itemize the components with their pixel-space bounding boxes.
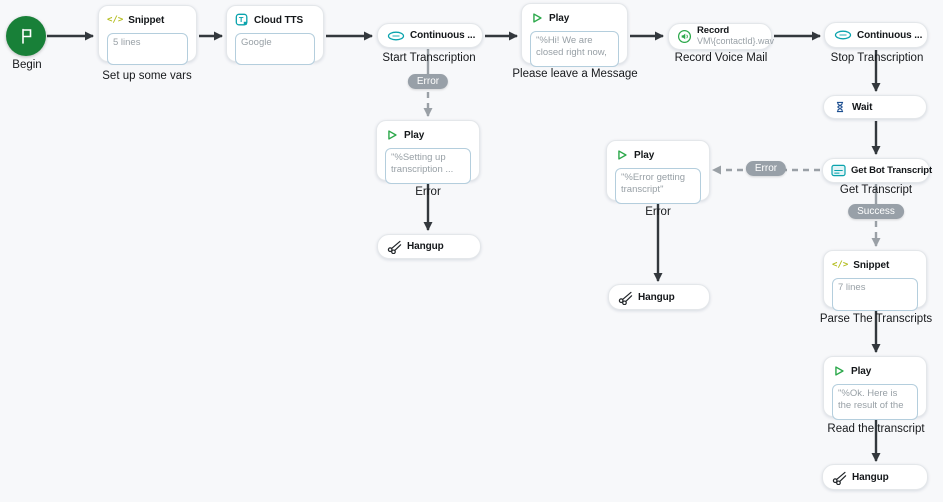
record-icon bbox=[677, 29, 692, 44]
node-title: Continuous ... bbox=[857, 29, 923, 41]
get-transcript-caption: Get Transcript bbox=[839, 184, 913, 196]
node-title: Play bbox=[634, 149, 655, 161]
play-greeting-node[interactable]: Play "%Hi! We are closed right now, ... bbox=[521, 3, 628, 67]
node-title: Hangup bbox=[638, 291, 675, 303]
node-title: Cloud TTS bbox=[254, 14, 304, 26]
svg-text:T: T bbox=[239, 15, 244, 24]
hangup-node[interactable]: Hangup bbox=[608, 284, 710, 310]
node-title: Get Bot Transcript bbox=[851, 165, 933, 176]
node-title: Hangup bbox=[852, 471, 889, 483]
play-prompt-field[interactable]: "%Hi! We are closed right now, ... bbox=[530, 31, 619, 67]
record-node[interactable]: Record VM\{contactId}.wav bbox=[668, 23, 775, 50]
wait-node[interactable]: Wait bbox=[823, 95, 927, 119]
transcript-icon bbox=[831, 164, 846, 177]
snippet-icon: </> bbox=[832, 260, 849, 270]
play-error-transcription-node[interactable]: Play "%Setting up transcription ... bbox=[376, 120, 480, 184]
snippet-parse-node[interactable]: </> Snippet 7 lines bbox=[823, 250, 927, 311]
record-filename: VM\{contactId}.wav bbox=[697, 35, 775, 46]
cloud-tts-icon: T bbox=[235, 13, 249, 27]
node-title: Play bbox=[404, 129, 425, 141]
tts-provider-field[interactable]: Google bbox=[235, 33, 315, 65]
snippet-setup-node[interactable]: </> Snippet 5 lines bbox=[98, 5, 197, 65]
error-caption: Error bbox=[645, 206, 671, 218]
play-icon bbox=[530, 11, 544, 25]
hangup-scissors-icon bbox=[618, 290, 633, 305]
play-icon bbox=[832, 364, 846, 378]
continuous-start-node[interactable]: Continuous ... bbox=[377, 23, 483, 48]
continuous-stop-node[interactable]: Continuous ... bbox=[824, 22, 928, 48]
play-icon bbox=[385, 128, 399, 142]
play-icon bbox=[615, 148, 629, 162]
node-title: Wait bbox=[852, 101, 873, 113]
continuous-icon bbox=[387, 31, 405, 41]
node-title: Continuous ... bbox=[410, 30, 476, 41]
continuous-stop-caption: Stop Transcription bbox=[830, 52, 924, 64]
snippet-setup-caption: Set up some vars bbox=[102, 70, 192, 82]
play-result-caption: Read the transcript bbox=[827, 423, 925, 435]
continuous-icon bbox=[834, 30, 852, 40]
continuous-start-caption: Start Transcription bbox=[382, 52, 476, 64]
node-title: Snippet bbox=[853, 259, 890, 271]
hangup-node[interactable]: Hangup bbox=[377, 234, 481, 259]
play-result-node[interactable]: Play "%Ok. Here is the result of the ... bbox=[823, 356, 927, 420]
begin-label: Begin bbox=[12, 59, 42, 71]
snippet-lines-field[interactable]: 5 lines bbox=[107, 33, 188, 65]
begin-node[interactable] bbox=[6, 16, 46, 56]
error-connector-badge[interactable]: Error bbox=[407, 74, 449, 89]
play-prompt-field[interactable]: "%Ok. Here is the result of the ... bbox=[832, 384, 918, 420]
hourglass-icon bbox=[833, 100, 847, 114]
hangup-scissors-icon bbox=[832, 470, 847, 485]
error-connector-badge[interactable]: Error bbox=[745, 161, 787, 176]
flag-icon bbox=[16, 26, 36, 46]
record-caption: Record Voice Mail bbox=[674, 52, 768, 64]
snippet-parse-caption: Parse The Transcripts bbox=[819, 313, 933, 325]
play-error-transcript-node[interactable]: Play "%Error getting transcript" bbox=[606, 140, 710, 204]
node-title: Play bbox=[851, 365, 872, 377]
snippet-lines-field[interactable]: 7 lines bbox=[832, 278, 918, 311]
success-connector-badge[interactable]: Success bbox=[848, 204, 904, 219]
hangup-scissors-icon bbox=[387, 239, 402, 254]
play-prompt-field[interactable]: "%Setting up transcription ... bbox=[385, 148, 471, 184]
node-title: Hangup bbox=[407, 241, 444, 252]
cloud-tts-node[interactable]: T Cloud TTS Google bbox=[226, 5, 324, 65]
node-title: Play bbox=[549, 12, 570, 24]
node-title: Record bbox=[697, 25, 730, 37]
hangup-node[interactable]: Hangup bbox=[822, 464, 928, 490]
snippet-icon: </> bbox=[107, 15, 124, 25]
play-greeting-caption: Please leave a Message bbox=[512, 68, 638, 80]
play-prompt-field[interactable]: "%Error getting transcript" bbox=[615, 168, 701, 204]
get-bot-transcript-node[interactable]: Get Bot Transcript bbox=[822, 158, 933, 183]
error-caption: Error bbox=[415, 186, 441, 198]
node-title: Snippet bbox=[128, 14, 165, 26]
